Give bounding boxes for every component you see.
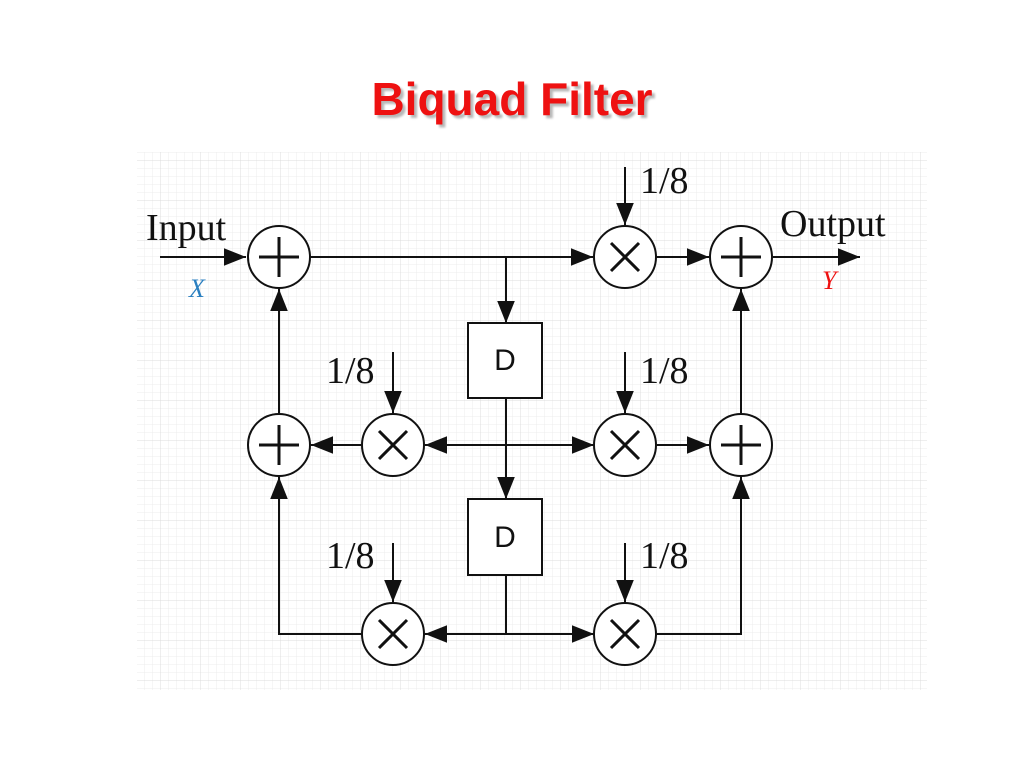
input-label: Input xyxy=(146,207,227,249)
coef-label-middle-right: 1/8 xyxy=(640,350,689,392)
coef-label-bottom-left: 1/8 xyxy=(326,535,375,577)
multiplier-bottom-right xyxy=(593,602,657,666)
adder-right-middle xyxy=(709,413,773,477)
adder-output xyxy=(709,225,773,289)
coef-label-top: 1/8 xyxy=(640,160,689,202)
coef-label-middle-left: 1/8 xyxy=(326,350,375,392)
multiplier-top xyxy=(593,225,657,289)
adder-left-middle xyxy=(247,413,311,477)
multiplier-middle-right xyxy=(593,413,657,477)
multiplier-bottom-left xyxy=(361,602,425,666)
output-variable: Y xyxy=(822,266,839,295)
output-label: Output xyxy=(780,203,886,245)
delay-block-1: D xyxy=(467,322,543,399)
delay-block-1-label: D xyxy=(494,344,516,377)
coef-label-bottom-right: 1/8 xyxy=(640,535,689,577)
input-variable: X xyxy=(188,274,206,303)
wire-bottom-right-feedforward xyxy=(657,477,750,635)
adder-input xyxy=(247,225,311,289)
delay-block-2: D xyxy=(467,498,543,576)
delay-block-2-label: D xyxy=(494,521,516,554)
signal-wires xyxy=(160,167,860,643)
wire-bottom-left-feedback xyxy=(270,477,361,635)
page-title: Biquad Filter xyxy=(371,73,653,125)
multiplier-middle-left xyxy=(361,413,425,477)
